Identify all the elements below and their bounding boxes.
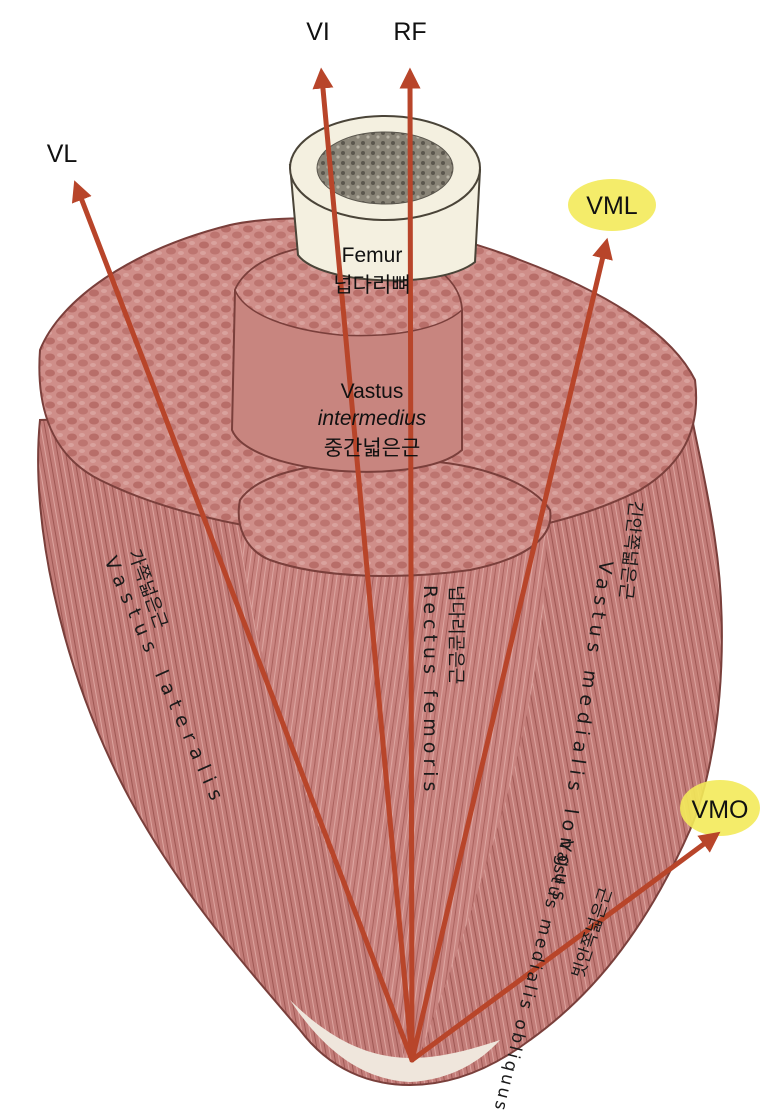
vml-label: VML bbox=[586, 192, 638, 220]
vmo-highlight bbox=[680, 780, 760, 836]
rf-arrow bbox=[399, 67, 421, 1063]
rectus-femoris-korean-label: 넙다리곧은근 bbox=[445, 585, 466, 684]
vmo-label: VMO bbox=[692, 796, 749, 824]
vl-label: VL bbox=[47, 140, 78, 168]
vi-arrow bbox=[312, 67, 415, 1063]
femur-bone bbox=[288, 115, 482, 282]
femur-korean-label: 넙다리뼈 bbox=[333, 274, 410, 297]
vastus-intermedius-label-line1: Vastus bbox=[341, 380, 404, 403]
vl-arrow bbox=[71, 180, 415, 1063]
rf-label: RF bbox=[393, 18, 426, 46]
vastus-intermedius-label-line2: intermedius bbox=[318, 407, 427, 430]
femur-label: Femur bbox=[342, 244, 403, 267]
vml-arrow bbox=[409, 237, 613, 1063]
force-vectors bbox=[71, 67, 721, 1063]
vi-label: VI bbox=[306, 18, 330, 46]
vastus-intermedius-korean-label: 중간넓은근 bbox=[324, 437, 421, 460]
rectus-femoris-label: Rectus femoris bbox=[419, 585, 441, 796]
vmo-arrow bbox=[409, 831, 721, 1063]
vml-highlight bbox=[568, 179, 656, 231]
muscle-body bbox=[37, 398, 723, 1087]
